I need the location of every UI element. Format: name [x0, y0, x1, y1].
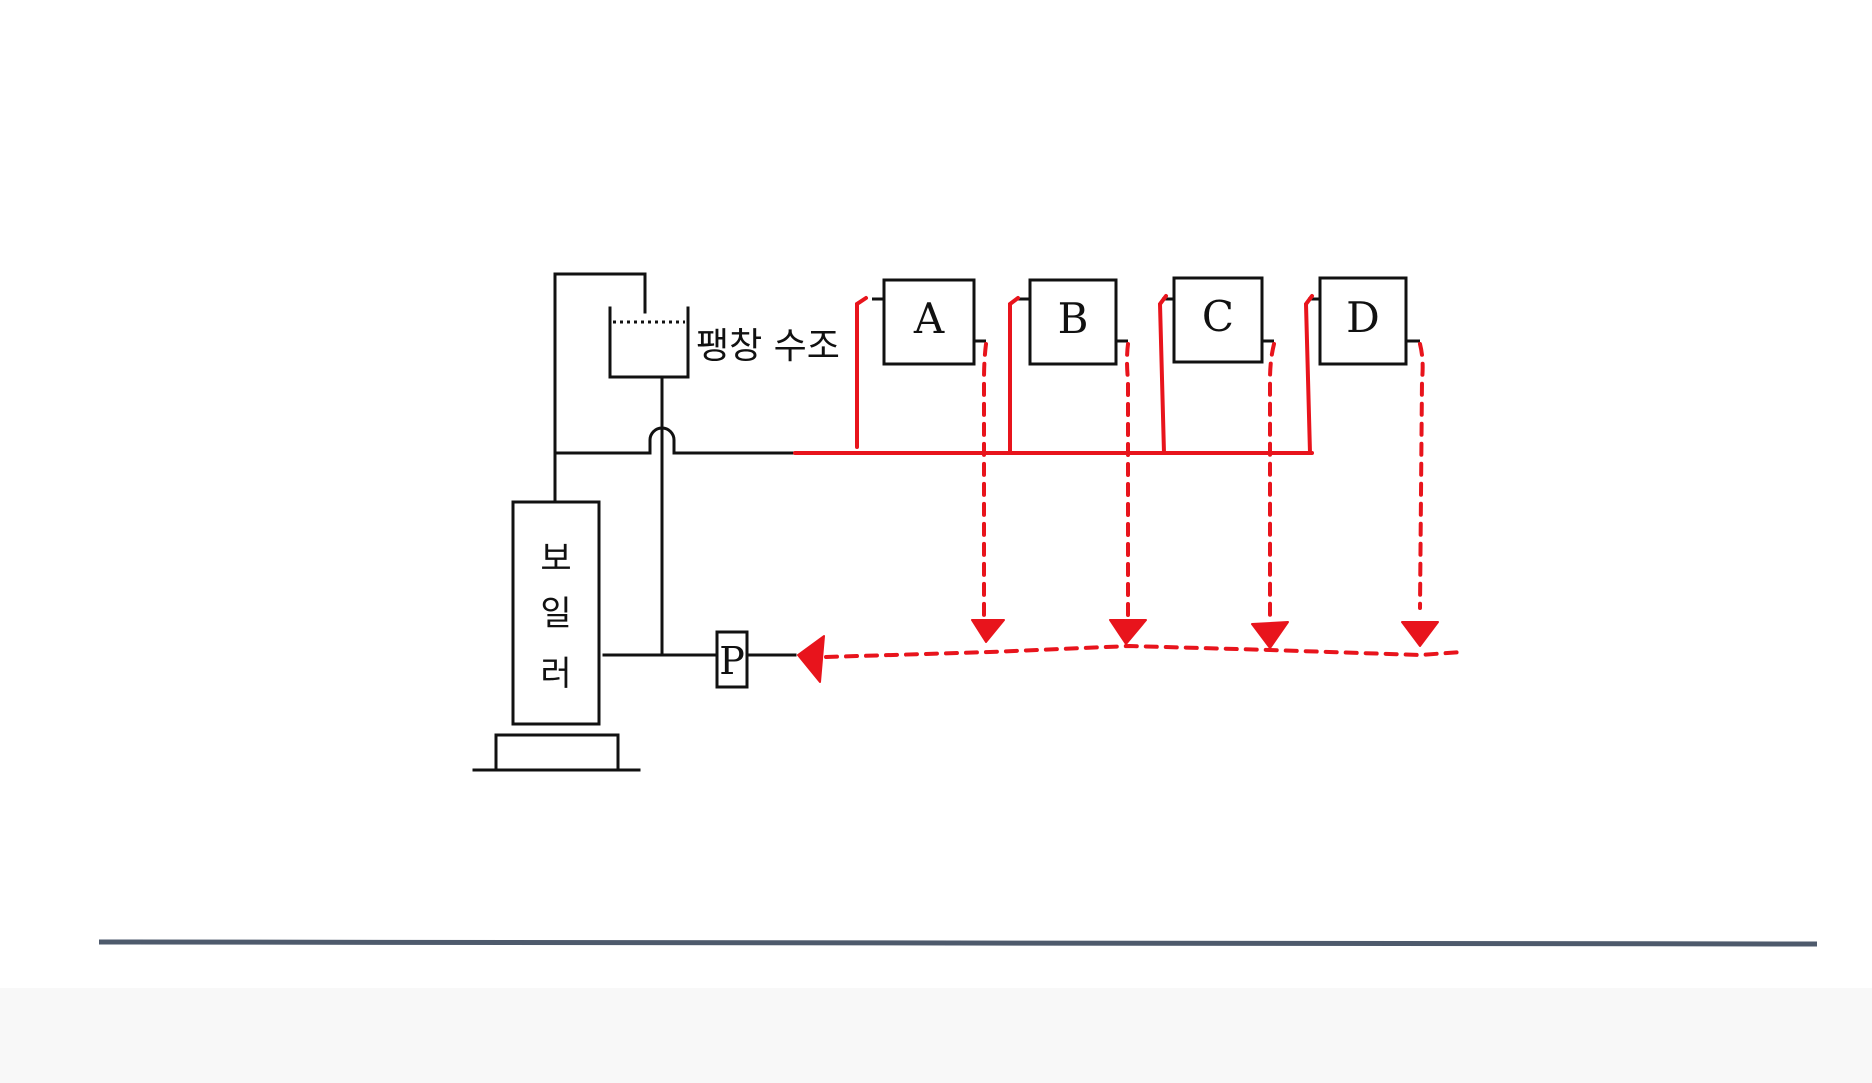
black-piping [472, 272, 797, 772]
supply-riser-b [1008, 296, 1020, 455]
return-drop-d [1418, 342, 1425, 610]
arrowhead-d [1401, 621, 1439, 647]
supply-riser-c [1157, 294, 1168, 455]
radiator-label-d: D [1346, 293, 1380, 342]
boiler-label-2: 일 [540, 594, 571, 634]
arrowhead-a [971, 619, 1005, 643]
radiator-label-a: A [913, 294, 945, 343]
boiler-base [494, 733, 620, 772]
boiler-label-3: 러 [540, 654, 571, 694]
horizontal-rule [98, 939, 1818, 947]
return-lines-red [824, 342, 1464, 659]
radiator-d [1308, 276, 1420, 366]
radiator-b [1016, 278, 1128, 366]
radiators [872, 276, 1420, 366]
pump-label: P [719, 639, 745, 683]
supply-lines-red [793, 294, 1314, 455]
supply-riser-d [1303, 294, 1314, 455]
radiator-c [1162, 276, 1274, 364]
arrowhead-b [1109, 619, 1147, 645]
bottom-band [0, 988, 1872, 1083]
expansion-tank-label: 팽창 수조 [696, 326, 840, 367]
radiator-label-c: C [1202, 292, 1234, 341]
return-main-red [824, 643, 1464, 659]
radiator-label-b: B [1058, 294, 1089, 343]
supply-riser-a [855, 296, 868, 449]
expansion-tank [608, 306, 690, 379]
return-drop-a [982, 342, 988, 620]
return-drop-b [1125, 342, 1130, 620]
arrowhead-c [1251, 621, 1289, 649]
return-drop-c [1268, 342, 1276, 622]
arrowhead-pump [797, 635, 825, 683]
tank-loop-pipe [553, 272, 647, 504]
radiator-a [872, 278, 986, 366]
return-arrowheads [797, 619, 1439, 683]
boiler [511, 500, 601, 726]
pump [715, 630, 749, 689]
boiler-label-1: 보 [540, 539, 571, 579]
